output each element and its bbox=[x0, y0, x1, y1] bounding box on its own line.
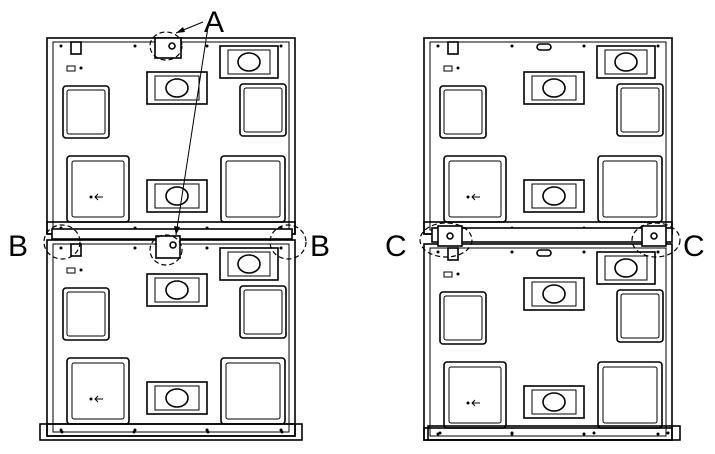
left-base-rail bbox=[39, 423, 303, 441]
callout-a-label: A bbox=[204, 6, 224, 39]
right-lower-panel bbox=[423, 243, 673, 441]
callout-c-label-right: C bbox=[683, 230, 705, 263]
callout-c-circle-left bbox=[419, 222, 473, 258]
right-upper-panel bbox=[423, 37, 673, 235]
right-assembly: C C bbox=[385, 37, 705, 441]
left-upper-panel bbox=[46, 37, 296, 235]
joint-bracket-left bbox=[437, 225, 463, 247]
callout-b-label-right: B bbox=[310, 230, 330, 263]
callout-a-leaders bbox=[174, 21, 209, 236]
callout-b-label-left: B bbox=[8, 230, 28, 263]
right-base-rail bbox=[427, 425, 681, 441]
joint-bracket-right bbox=[641, 225, 667, 247]
latch-part-upper bbox=[154, 37, 182, 59]
callout-a-circle-lower bbox=[149, 234, 183, 266]
latch-part-lower bbox=[155, 235, 181, 259]
callout-b-circle-left bbox=[43, 224, 81, 260]
left-assembly: A B B bbox=[8, 6, 330, 441]
callout-a-circle-upper bbox=[149, 31, 183, 61]
callout-b-circle-right bbox=[269, 224, 307, 260]
right-joint-plate bbox=[431, 227, 673, 243]
left-lower-panel bbox=[46, 239, 296, 437]
callout-c-circle-right bbox=[631, 222, 681, 258]
callout-c-label-left: C bbox=[385, 230, 407, 263]
